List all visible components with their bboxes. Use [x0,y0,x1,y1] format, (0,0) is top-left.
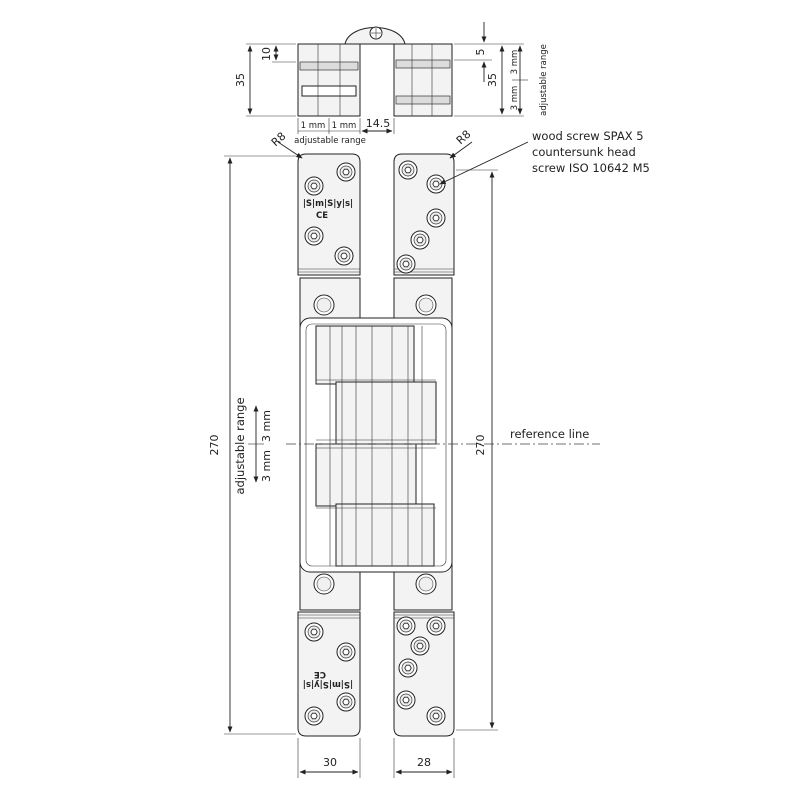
dim-width-30: 30 [323,756,337,769]
front-view: |S|m|S|y|s| CE CE |S|m|S|y|s| R8 R8 wood… [208,128,650,778]
screw-icon [336,642,356,662]
screw-note-line-2: countersunk head [532,145,636,159]
dim-width-28: 28 [417,756,431,769]
dim-1mm-right: 1 mm [332,121,357,131]
radius-r8-right: R8 [454,128,474,147]
pivot-hole-top-right [415,294,437,316]
dim-left-35: 35 [234,73,247,87]
ce-mark-bottom: CE [314,669,326,679]
top-left-block [297,43,361,117]
link-plate-1 [315,325,415,385]
top-view: 10 35 5 35 3 mm 3 mm adjustable range 1 … [234,22,549,146]
link-plate-2 [335,381,437,445]
dim-14-5: 14.5 [366,117,391,130]
top-right-block [393,43,453,117]
pivot-hole-bottom-right [415,573,437,595]
adjustable-range-horizontal: adjustable range [294,136,366,146]
pivot-hole-top-left [313,294,335,316]
dim-left-10: 10 [260,47,273,61]
side-3mm-down: 3 mm [260,450,273,482]
brand-mark-top: |S|m|S|y|s| [303,199,353,209]
ce-mark-top: CE [316,211,328,221]
screw-note-line-1: wood screw SPAX 5 [532,129,644,143]
dim-right-5: 5 [474,49,487,56]
screw-note-line-3: screw ISO 10642 M5 [532,161,650,175]
link-plate-3 [315,443,417,507]
link-plate-4 [335,503,435,567]
screw-icon [304,706,324,726]
radius-r8-left: R8 [269,130,289,149]
screw-icon [334,246,354,266]
top-left-band [299,61,359,71]
screw-icon [426,174,446,194]
dim-height-left-270: 270 [208,435,221,456]
screw-icon [336,162,356,182]
screw-icon [396,690,416,710]
screw-icon [426,706,446,726]
dim-1mm-left: 1 mm [301,121,326,131]
screw-icon [410,636,430,656]
side-adjustable-range: adjustable range [233,397,247,494]
pivot-hole-bottom-left [313,573,335,595]
screw-icon [396,254,416,274]
screw-icon [410,230,430,250]
screw-icon [304,226,324,246]
top-left-slot [301,85,357,97]
screw-icon [426,616,446,636]
screw-icon [396,616,416,636]
top-right-band-2 [395,95,451,105]
screw-icon [336,692,356,712]
top-adjustable-range-vertical: adjustable range [539,44,549,116]
screw-icon [304,622,324,642]
top-right-band [395,59,451,69]
screw-icon [304,176,324,196]
dim-right-3mm-a: 3 mm [510,50,520,75]
screw-icon [426,208,446,228]
side-3mm-up: 3 mm [260,410,273,442]
screw-icon [398,658,418,678]
dim-height-right-270: 270 [474,435,487,456]
brand-mark-bottom: |S|m|S|y|s| [303,679,353,689]
reference-line-label: reference line [510,427,589,441]
screw-icon [398,160,418,180]
dim-right-3mm-b: 3 mm [510,86,520,111]
dim-right-35: 35 [486,73,499,87]
